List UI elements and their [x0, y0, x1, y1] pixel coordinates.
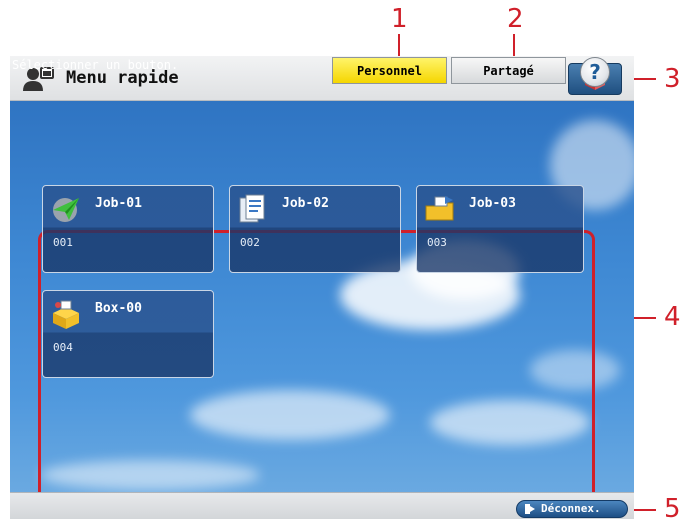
job-number: 003 — [427, 236, 447, 249]
documents-icon — [239, 194, 265, 223]
callout-2: 2 — [507, 4, 524, 34]
tab-personnel[interactable]: Personnel — [332, 57, 447, 84]
screen: Menu rapide — [10, 56, 634, 518]
job-name: Job-03 — [469, 196, 516, 211]
job-button-job-02[interactable]: Job-02 002 — [229, 185, 401, 273]
help-button[interactable]: ? — [580, 57, 610, 87]
instruction-text: Sélectionner un bouton. — [12, 58, 179, 72]
callout-3: 3 — [664, 64, 681, 94]
callout-5: 5 — [664, 494, 681, 524]
job-number: 002 — [240, 236, 260, 249]
box-icon — [53, 300, 79, 329]
callout-1: 1 — [391, 4, 408, 34]
logout-icon — [525, 504, 535, 514]
logout-button[interactable]: Déconnex. — [516, 500, 628, 518]
job-number: 001 — [53, 236, 73, 249]
callout-line-5 — [628, 509, 656, 511]
job-name: Job-01 — [95, 196, 142, 211]
job-button-job-03[interactable]: Job-03 003 — [416, 185, 584, 273]
tab-partage[interactable]: Partagé — [451, 57, 566, 84]
folder-send-icon — [425, 196, 454, 221]
job-name: Box-00 — [95, 301, 142, 316]
page-title: Menu rapide — [66, 68, 179, 88]
callout-4: 4 — [664, 302, 681, 332]
job-button-job-01[interactable]: Job-01 001 — [42, 185, 214, 273]
user-menu-icon — [23, 67, 54, 91]
job-number: 004 — [53, 341, 73, 354]
job-name: Job-02 — [282, 196, 329, 211]
logout-label: Déconnex. — [541, 502, 601, 515]
paper-plane-icon — [53, 198, 79, 222]
callout-line-3 — [620, 78, 656, 80]
job-button-box-00[interactable]: Box-00 004 — [42, 290, 214, 378]
